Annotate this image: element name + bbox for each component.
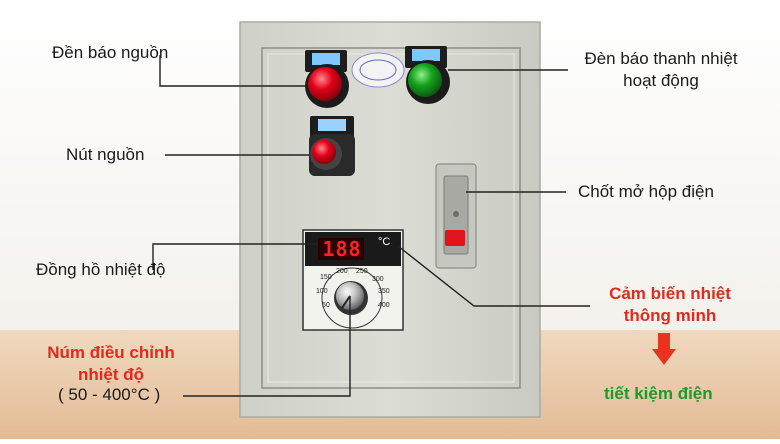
dial-tick: 200 [336,268,348,275]
cabinet-body [239,21,541,418]
label-saving: tiết kiệm điện [604,384,713,403]
label-smart-sensor-line1: Cảm biến nhiệt [609,284,731,303]
label-heater-light: Đèn báo thanh nhiệt hoạt động [566,48,756,92]
cabinet-door [261,47,521,389]
temperature-unit: °C [378,236,391,248]
power-indicator-light [305,50,349,108]
dial-tick: 300 [372,276,384,283]
inspection-sticker [351,52,405,88]
cabinet-latch [435,163,477,269]
temperature-reading: 188 [322,237,362,261]
dial-tick: 400 [378,302,390,309]
label-smart-sensor: Cảm biến nhiệt thông minh [590,283,750,327]
label-power-light: Đền báo nguồn [52,43,169,62]
dial-tick: 50 [322,302,330,309]
dial-tick: 350 [378,288,390,295]
label-latch: Chốt mở hộp điện [578,182,714,201]
leader-knob [183,296,351,397]
leader-thermometer [152,243,318,270]
leader-sensor [397,245,590,307]
dial-tick: 250 [356,268,368,275]
label-thermometer: Đồng hồ nhiệt độ [36,260,166,279]
label-power-button: Nút nguồn [66,145,145,164]
dial-tick: 100 [316,288,328,295]
label-heater-light-line1: Đèn báo thanh nhiệt [584,49,738,68]
dial-tick: 150 [320,274,332,281]
temperature-controller [302,229,404,331]
power-button-graphic [309,116,355,176]
label-heater-light-line2: hoạt động [623,71,699,90]
label-knob-range: ( 50 - 400°C ) [58,385,161,404]
label-knob-line2: nhiệt độ [77,365,145,384]
leader-lines [152,55,590,397]
door-highlight [267,53,515,383]
leader-power-light [159,55,305,87]
arrow-down-icon [652,333,676,365]
label-knob: Núm điều chỉnh nhiệt độ [36,342,186,386]
label-knob-line1: Núm điều chỉnh [47,343,175,362]
label-smart-sensor-line2: thông minh [623,306,717,325]
heater-indicator-light [405,46,450,104]
